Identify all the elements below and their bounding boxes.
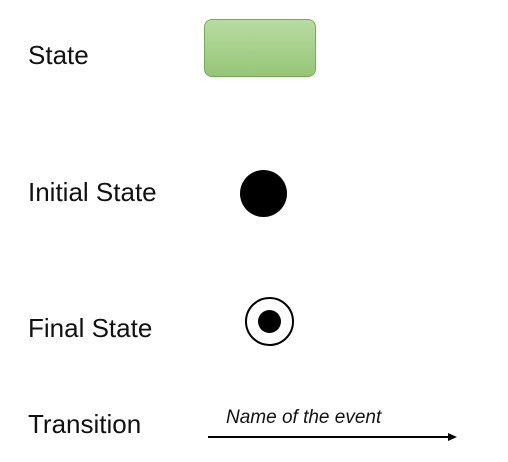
event-name-label: Name of the event	[226, 407, 382, 428]
transition-label: Transition	[28, 409, 142, 439]
state-shape	[204, 19, 316, 77]
final-state-label: Final State	[28, 313, 153, 343]
state-label: State	[28, 40, 89, 70]
final-state-icon	[245, 297, 294, 346]
transition-arrow-icon	[208, 433, 457, 441]
initial-state-icon	[240, 170, 287, 217]
final-state-inner-dot	[258, 310, 281, 333]
initial-state-label: Initial State	[28, 177, 157, 207]
